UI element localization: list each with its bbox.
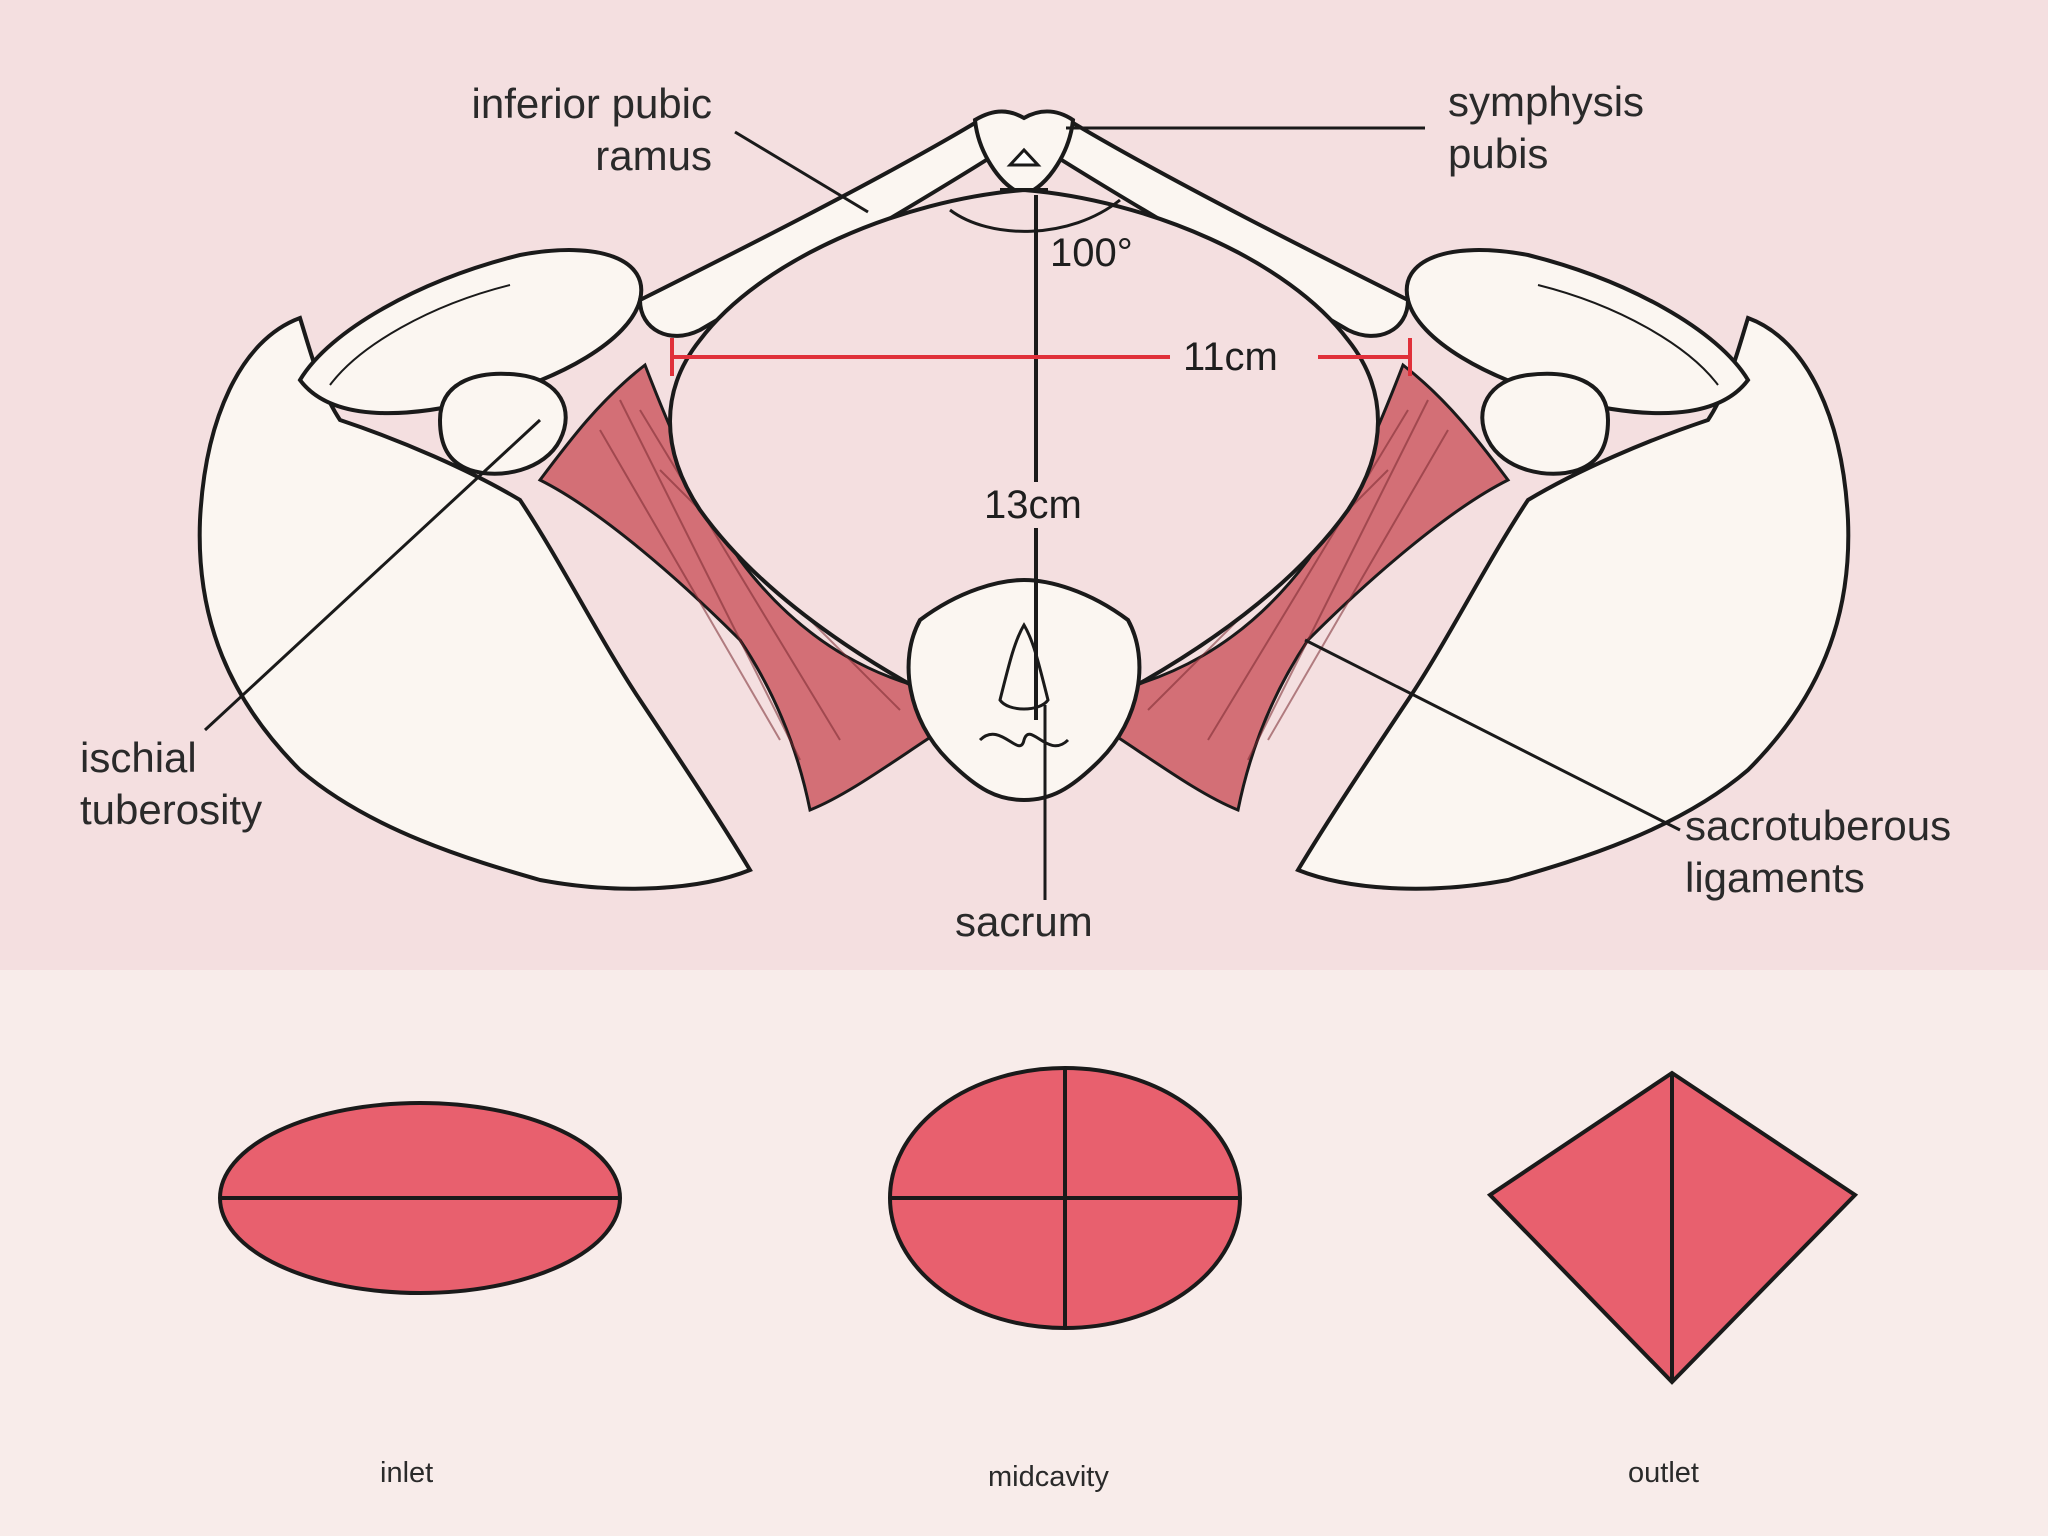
label-ischial-tuberosity: ischial tuberosity	[80, 734, 263, 833]
shape-label-midcavity: midcavity	[988, 1461, 1109, 1493]
measurement-anteroposterior: 13cm	[980, 482, 1086, 528]
label-sacrum: sacrum	[955, 898, 1093, 945]
pointer-sacrotuberous-ligaments	[1304, 638, 1681, 832]
pointer-ischial-tuberosity	[203, 418, 542, 732]
label-symphysis-pubis: symphysis pubis	[1448, 78, 1645, 177]
angle-arc	[949, 198, 1121, 233]
left-ischial-tuberosity	[437, 371, 568, 476]
measurement-transverse: 11cm	[1183, 335, 1278, 379]
right-hip-bone	[1295, 315, 1851, 891]
label-sacrotuberous-ligaments: sacrotuberous ligaments	[1685, 802, 1952, 901]
pointer-inferior-pubic-ramus	[734, 130, 869, 214]
shape-label-outlet: outlet	[1628, 1457, 1699, 1489]
shape-label-inlet: inlet	[380, 1457, 434, 1489]
right-ischial-tuberosity	[1480, 371, 1611, 476]
measurement-angle: 100°	[1050, 231, 1133, 275]
left-hip-bone	[197, 315, 753, 891]
label-inferior-pubic-ramus: inferior pubic ramus	[471, 80, 712, 179]
